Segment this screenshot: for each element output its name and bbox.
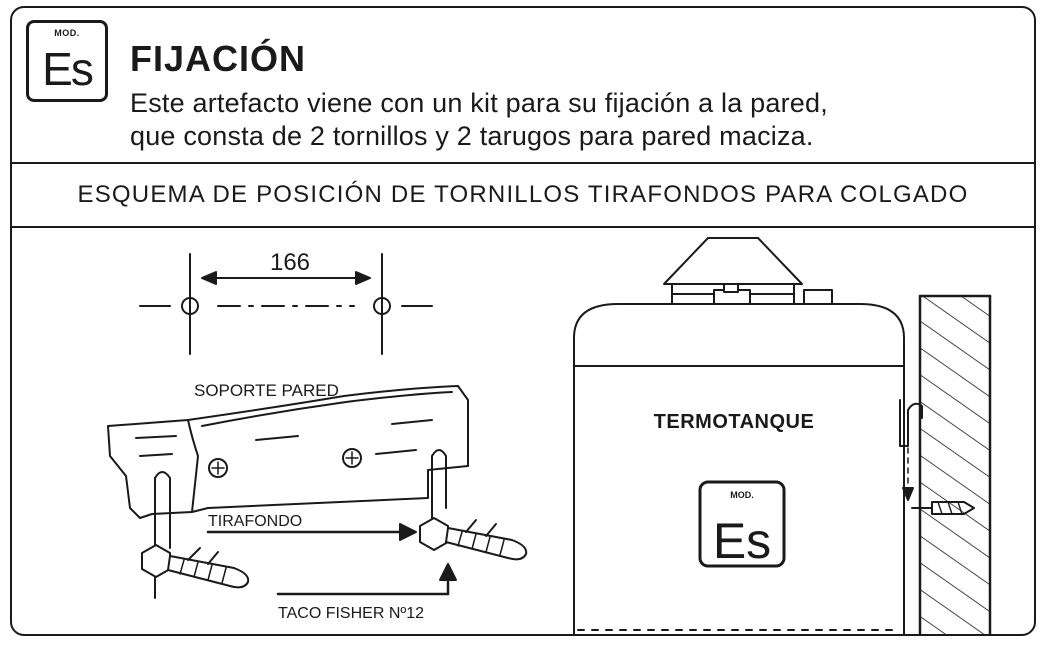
bracket-screw-icon (342, 448, 362, 468)
heater-model-logo (698, 480, 786, 568)
logo-es-text: Es (42, 43, 94, 95)
wall-section (918, 294, 992, 634)
bracket-slot-line (135, 435, 177, 439)
bracket-body (107, 385, 469, 519)
callouts: TIRAFONDO TACO FISHER Nº12 (206, 513, 457, 622)
heater-logo-mod-text: MOD. (730, 490, 754, 500)
water-heater: TERMOTANQUE MOD. Es (573, 237, 975, 634)
dimension-arrow-right-icon (355, 271, 371, 285)
page-title: FIJACIÓN (130, 38, 307, 79)
screw-anchor-right (419, 517, 528, 561)
dimension-label: 166 (270, 249, 310, 276)
model-logo: MOD. Es (26, 20, 108, 102)
wall-hatch (919, 295, 991, 634)
section-title: ESQUEMA DE POSICIÓN DE TORNILLOS TIRAFON… (77, 181, 969, 208)
wall-plug-icon (167, 555, 250, 589)
bracket-slot-line (255, 435, 299, 441)
heater-body (573, 303, 905, 634)
heater-label: TERMOTANQUE (654, 411, 815, 433)
dimension-arrow-left-icon (201, 271, 217, 285)
bracket-label: SOPORTE PARED (194, 381, 339, 400)
screw-anchor-left (141, 544, 250, 589)
screw-head-icon (141, 544, 171, 578)
screw-head-icon (419, 517, 449, 551)
left-hole-icon (181, 297, 199, 315)
bracket-slot-line (139, 453, 173, 457)
bracket-top-edge (201, 391, 453, 427)
anchor-callout-line (276, 576, 450, 596)
header-divider (12, 162, 1034, 164)
logo-mod-text: MOD. (54, 28, 80, 38)
anchor-callout-arrow-icon (439, 563, 457, 581)
mounting-diagram: 166 SOPORTE PARED (107, 237, 992, 634)
screw-position-scheme: 166 (139, 249, 433, 355)
bracket-fold-left (187, 419, 199, 513)
bracket-slot-line (375, 449, 417, 455)
section-divider (12, 226, 1034, 228)
bracket-screw-icon (208, 458, 228, 478)
instruction-panel: MOD. Es FIJACIÓN Este artefacto viene co… (10, 6, 1036, 636)
bracket-screw-shaft (154, 471, 171, 549)
screw-callout-arrow-icon (399, 523, 417, 541)
anchor-label: TACO FISHER Nº12 (278, 605, 424, 622)
description-line-2: que consta de 2 tornillos y 2 tarugos pa… (130, 121, 814, 151)
hook-down-arrow-icon (902, 487, 914, 501)
heater-logo-es-text: Es (713, 513, 771, 569)
right-hole-icon (373, 297, 391, 315)
wall-bracket: SOPORTE PARED (107, 381, 469, 599)
relief-valve-icon (803, 289, 833, 305)
description-line-1: Este artefacto viene con un kit para su … (130, 88, 828, 118)
bracket-screw-shaft (431, 449, 447, 509)
flue-hood (663, 237, 803, 285)
wall-plug-icon (445, 527, 528, 561)
screw-label: TIRAFONDO (208, 513, 302, 530)
bracket-slot-line (391, 419, 433, 425)
